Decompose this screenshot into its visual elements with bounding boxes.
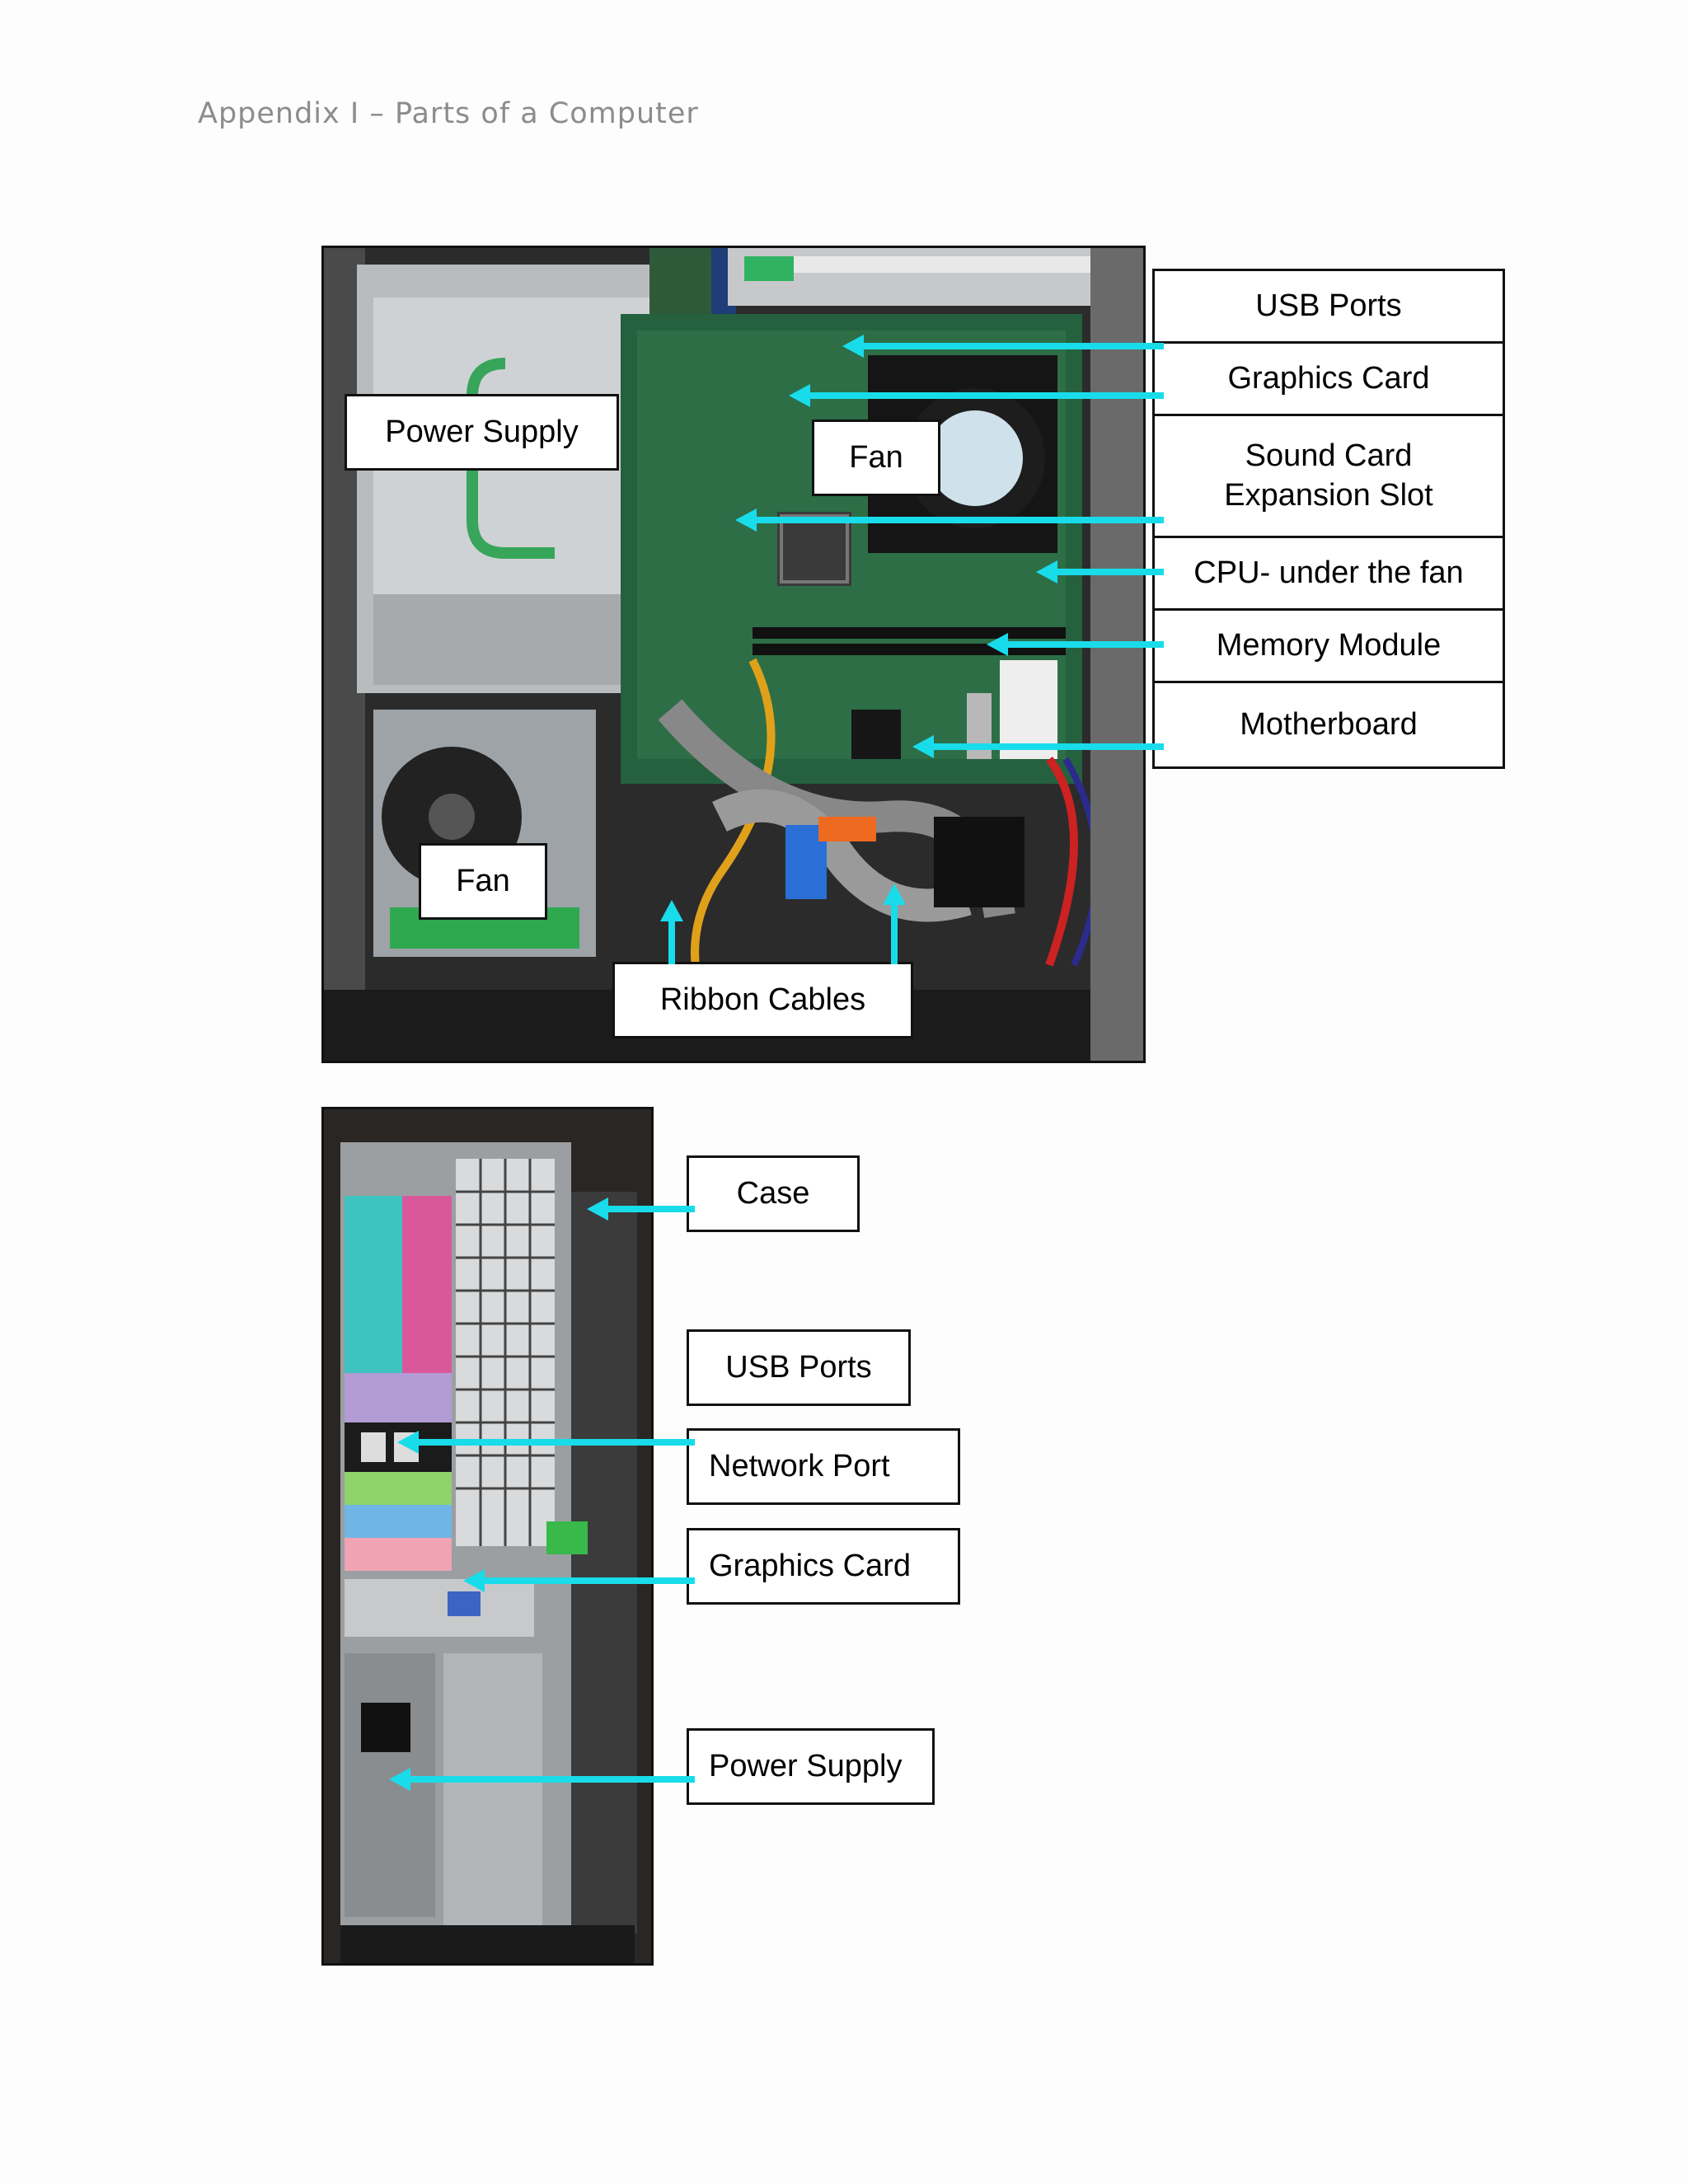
label-network-port: Network Port (687, 1428, 960, 1505)
computer-interior-photo (321, 246, 1146, 1063)
callout-ribbon-cables: Ribbon Cables (612, 962, 913, 1038)
callout-power-supply: Power Supply (345, 394, 619, 471)
callout-cpu-fan: Fan (812, 419, 940, 496)
callout-psu-fan: Fan (419, 843, 547, 920)
label-power-supply: Power Supply (687, 1728, 935, 1805)
label-graphics-card: Graphics Card (687, 1528, 960, 1605)
legend-cpu: CPU- under the fan (1152, 536, 1505, 611)
legend-memory-module: Memory Module (1152, 608, 1505, 683)
page-header: Appendix I – Parts of a Computer (198, 97, 699, 130)
legend-usb-ports: USB Ports (1152, 269, 1505, 344)
label-case: Case (687, 1155, 860, 1232)
legend-sound-card-expansion-slot: Sound Card Expansion Slot (1152, 414, 1505, 538)
legend-graphics-card: Graphics Card (1152, 341, 1505, 416)
computer-rear-photo (321, 1107, 654, 1966)
legend-motherboard: Motherboard (1152, 681, 1505, 769)
label-usb-ports: USB Ports (687, 1329, 911, 1406)
